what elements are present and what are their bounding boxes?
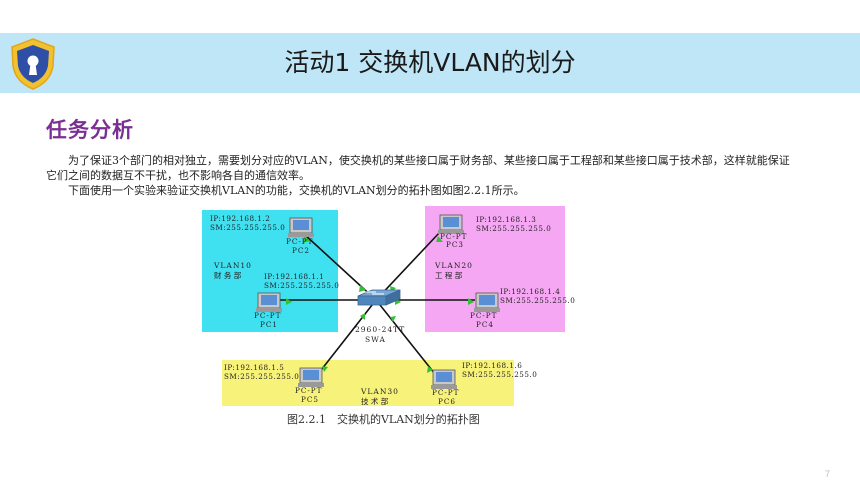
pc-icon: [288, 217, 314, 237]
figure-caption: 图2.2.1 交换机的VLAN划分的拓扑图: [287, 413, 480, 426]
title-banner: [0, 33, 860, 93]
pc4-ip: IP:192.168.1.4: [500, 287, 560, 296]
pc5-sm: SM:255.255.255.0: [224, 372, 299, 381]
pc1-type: PC-PT: [254, 311, 281, 320]
pc3-name: PC3: [446, 240, 464, 249]
pc-icon: [256, 292, 282, 312]
pc6-ip: IP:192.168.1.6: [462, 361, 522, 370]
pc6-type: PC-PT: [432, 388, 459, 397]
pc1-sm: SM:255.255.255.0: [264, 281, 339, 290]
switch-name-label: SWA: [365, 335, 386, 344]
pc5-name: PC5: [301, 395, 319, 404]
pc1-ip: IP:192.168.1.1: [264, 272, 324, 281]
pc2-sm: SM:255.255.255.0: [210, 223, 285, 232]
vlan20-id: VLAN20: [434, 261, 473, 270]
pc4-sm: SM:255.255.255.0: [500, 296, 575, 305]
pc6-name: PC6: [438, 397, 456, 406]
page-title: 活动1 交换机VLAN的划分: [284, 48, 576, 77]
vlan30-id: VLAN30: [360, 387, 399, 396]
pc4-type: PC-PT: [470, 311, 497, 320]
paragraph-1: 为了保证3个部门的相对独立，需要划分对应的VLAN，使交换机的某些接口属于财务部…: [46, 154, 790, 182]
pc3-type: PC-PT: [440, 232, 467, 241]
pc2-ip: IP:192.168.1.2: [210, 214, 270, 223]
pc-icon: [431, 369, 457, 389]
vlan-topology-diagram: 2960-24TT SWA VLAN10 财 务 部 VLAN20 工 程 部 …: [202, 206, 575, 406]
pc-icon: [298, 367, 324, 387]
pc1-name: PC1: [260, 320, 278, 329]
switch-icon: [357, 289, 401, 306]
vlan30-zone: [222, 360, 514, 406]
vlan10-id: VLAN10: [213, 261, 252, 270]
pc2-name: PC2: [292, 246, 310, 255]
pc5-ip: IP:192.168.1.5: [224, 363, 284, 372]
pc3-sm: SM:255.255.255.0: [476, 224, 551, 233]
page-number: 7: [825, 469, 831, 479]
pc-icon: [438, 214, 464, 234]
pc-icon: [474, 292, 500, 312]
shield-lock-logo: [11, 38, 55, 90]
pc5-type: PC-PT: [295, 386, 322, 395]
section-heading: 任务分析: [46, 118, 134, 142]
switch-model-label: 2960-24TT: [355, 325, 405, 334]
paragraph-2: 下面使用一个实验来验证交换机VLAN的功能，交换机的VLAN划分的拓扑图如图2.…: [68, 184, 525, 197]
pc3-ip: IP:192.168.1.3: [476, 215, 536, 224]
vlan20-dept: 工 程 部: [435, 270, 463, 280]
pc6-sm: SM:255.255.255.0: [462, 370, 537, 379]
vlan10-dept: 财 务 部: [214, 270, 242, 280]
vlan30-dept: 技 术 部: [361, 396, 389, 406]
pc4-name: PC4: [476, 320, 494, 329]
pc2-type: PC-PT: [286, 237, 313, 246]
